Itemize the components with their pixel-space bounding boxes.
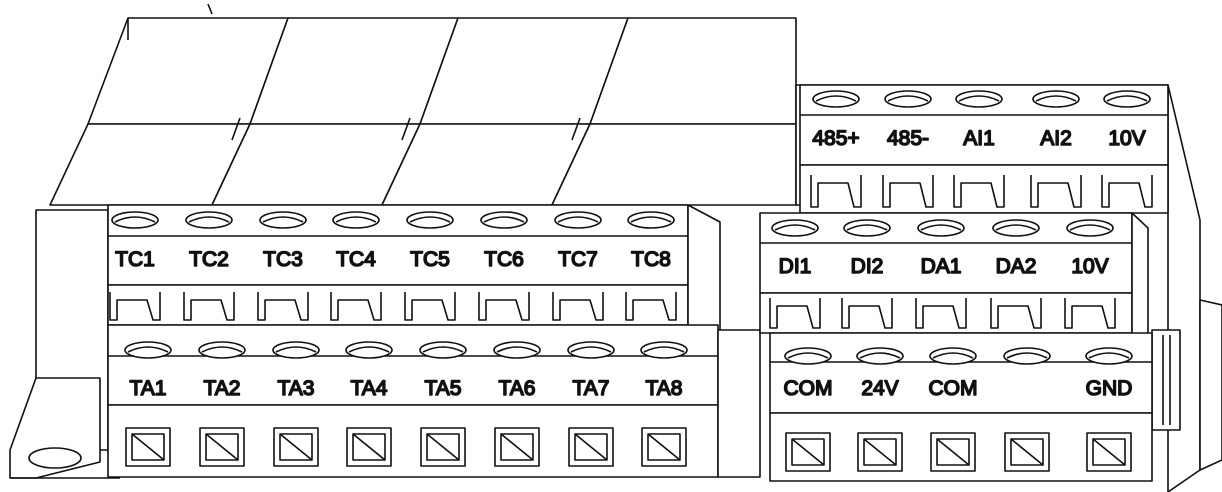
wire-entry-slot [1064, 298, 1116, 329]
terminal-label: TC4 [336, 248, 376, 271]
terminal-label: COM [784, 377, 833, 400]
terminal-screw [784, 347, 832, 365]
terminal-label: TC7 [558, 248, 598, 271]
terminal-label: TA6 [499, 377, 536, 400]
wire-entry-slot [841, 298, 893, 329]
terminal-screw [1066, 219, 1114, 237]
terminal-label: TC6 [484, 248, 524, 271]
wire-entry-slot [915, 298, 967, 329]
labels-ta: TA1 TA2 TA3 TA4 TA5 TA6 TA7 TA8 [129, 376, 684, 401]
terminal-screw [259, 211, 307, 229]
terminal-screw [884, 90, 932, 108]
terminal-screw [345, 341, 393, 359]
terminal-label: AI2 [1040, 127, 1072, 150]
terminal-screw [124, 341, 172, 359]
wire-entry-slot [625, 292, 677, 321]
terminal-label: TC1 [115, 248, 155, 271]
base-plate [9, 209, 120, 479]
terminal-label: TC2 [189, 248, 229, 271]
terminal-screw [198, 341, 246, 359]
terminal-label: GND [1086, 377, 1133, 400]
terminal-screw [1003, 347, 1051, 365]
terminal-screw [493, 341, 541, 359]
terminal-row-ta [107, 324, 761, 478]
terminal-screw [480, 211, 528, 229]
terminal-label: TC5 [410, 248, 450, 271]
terminal-screw [272, 341, 320, 359]
terminal-label: TA8 [646, 377, 683, 400]
wire-entry-slot [257, 292, 309, 321]
terminal-label: TA1 [130, 377, 167, 400]
terminal-screw [955, 90, 1003, 108]
terminal-row-comm [799, 84, 1169, 214]
labels-digital: DI1 DI2 DA1 DA2 10V [778, 254, 1110, 279]
terminal-row-digital [759, 212, 1149, 341]
wire-entry-slot [183, 292, 235, 321]
terminal-label: 10V [1071, 255, 1108, 278]
wire-entry-slot [1101, 175, 1153, 208]
terminal-screw [1085, 347, 1133, 365]
terminal-screw [1103, 90, 1151, 108]
terminal-screw [843, 219, 891, 237]
terminal-label: 485- [887, 127, 929, 150]
wire-entry-slot [404, 292, 456, 321]
relay-covers [49, 3, 797, 206]
terminal-label: TA7 [573, 377, 610, 400]
terminal-screw [929, 347, 977, 365]
terminal-screw [332, 211, 380, 229]
terminal-label: TA2 [204, 377, 241, 400]
wire-entry-slot [953, 175, 1005, 208]
terminal-screw [771, 219, 819, 237]
terminal-label: COM [929, 377, 978, 400]
terminal-screw [1032, 90, 1080, 108]
terminal-label: 485+ [812, 127, 859, 150]
terminal-screw [567, 341, 615, 359]
terminal-screw [640, 341, 688, 359]
wire-entry-slot [1030, 175, 1082, 208]
terminal-row-power [769, 332, 1153, 482]
terminal-screw [856, 347, 904, 365]
labels-tc: TC1 TC2 TC3 TC4 TC5 TC6 TC7 TC8 [114, 247, 671, 272]
terminal-label: 10V [1108, 127, 1145, 150]
terminal-label: TC8 [631, 248, 671, 271]
terminal-screw [917, 219, 965, 237]
wire-entry-slot [769, 298, 821, 329]
labels-comm: 485+ 485- AI1 AI2 10V [812, 126, 1147, 151]
terminal-label: DI1 [779, 255, 812, 278]
terminal-screw [554, 211, 602, 229]
wire-entry-slot [478, 292, 530, 321]
wire-entry-slot [810, 175, 862, 208]
wire-entry-slot [109, 292, 161, 321]
terminal-label: DA1 [921, 255, 962, 278]
wire-entry-slot [882, 175, 934, 208]
terminal-screw [419, 341, 467, 359]
wire-entry-slot [330, 292, 382, 321]
terminal-label: TA3 [278, 377, 315, 400]
terminal-label: TA5 [425, 377, 462, 400]
terminal-label: DI2 [851, 255, 884, 278]
terminal-label: 24V [861, 377, 898, 400]
terminal-screw [992, 219, 1040, 237]
terminal-screw [627, 211, 675, 229]
terminal-screw [812, 90, 860, 108]
terminal-label: TC3 [263, 248, 303, 271]
terminal-screw [185, 211, 233, 229]
labels-power: COM 24V COM GND [783, 376, 1133, 401]
terminal-screw [111, 211, 159, 229]
terminal-label: DA2 [996, 255, 1037, 278]
terminal-screw [406, 211, 454, 229]
terminal-label: TA4 [351, 377, 388, 400]
wire-entry-slot [552, 292, 604, 321]
terminal-label: AI1 [963, 127, 995, 150]
wire-entry-slot [990, 298, 1042, 329]
terminal-row-tc [107, 204, 721, 341]
